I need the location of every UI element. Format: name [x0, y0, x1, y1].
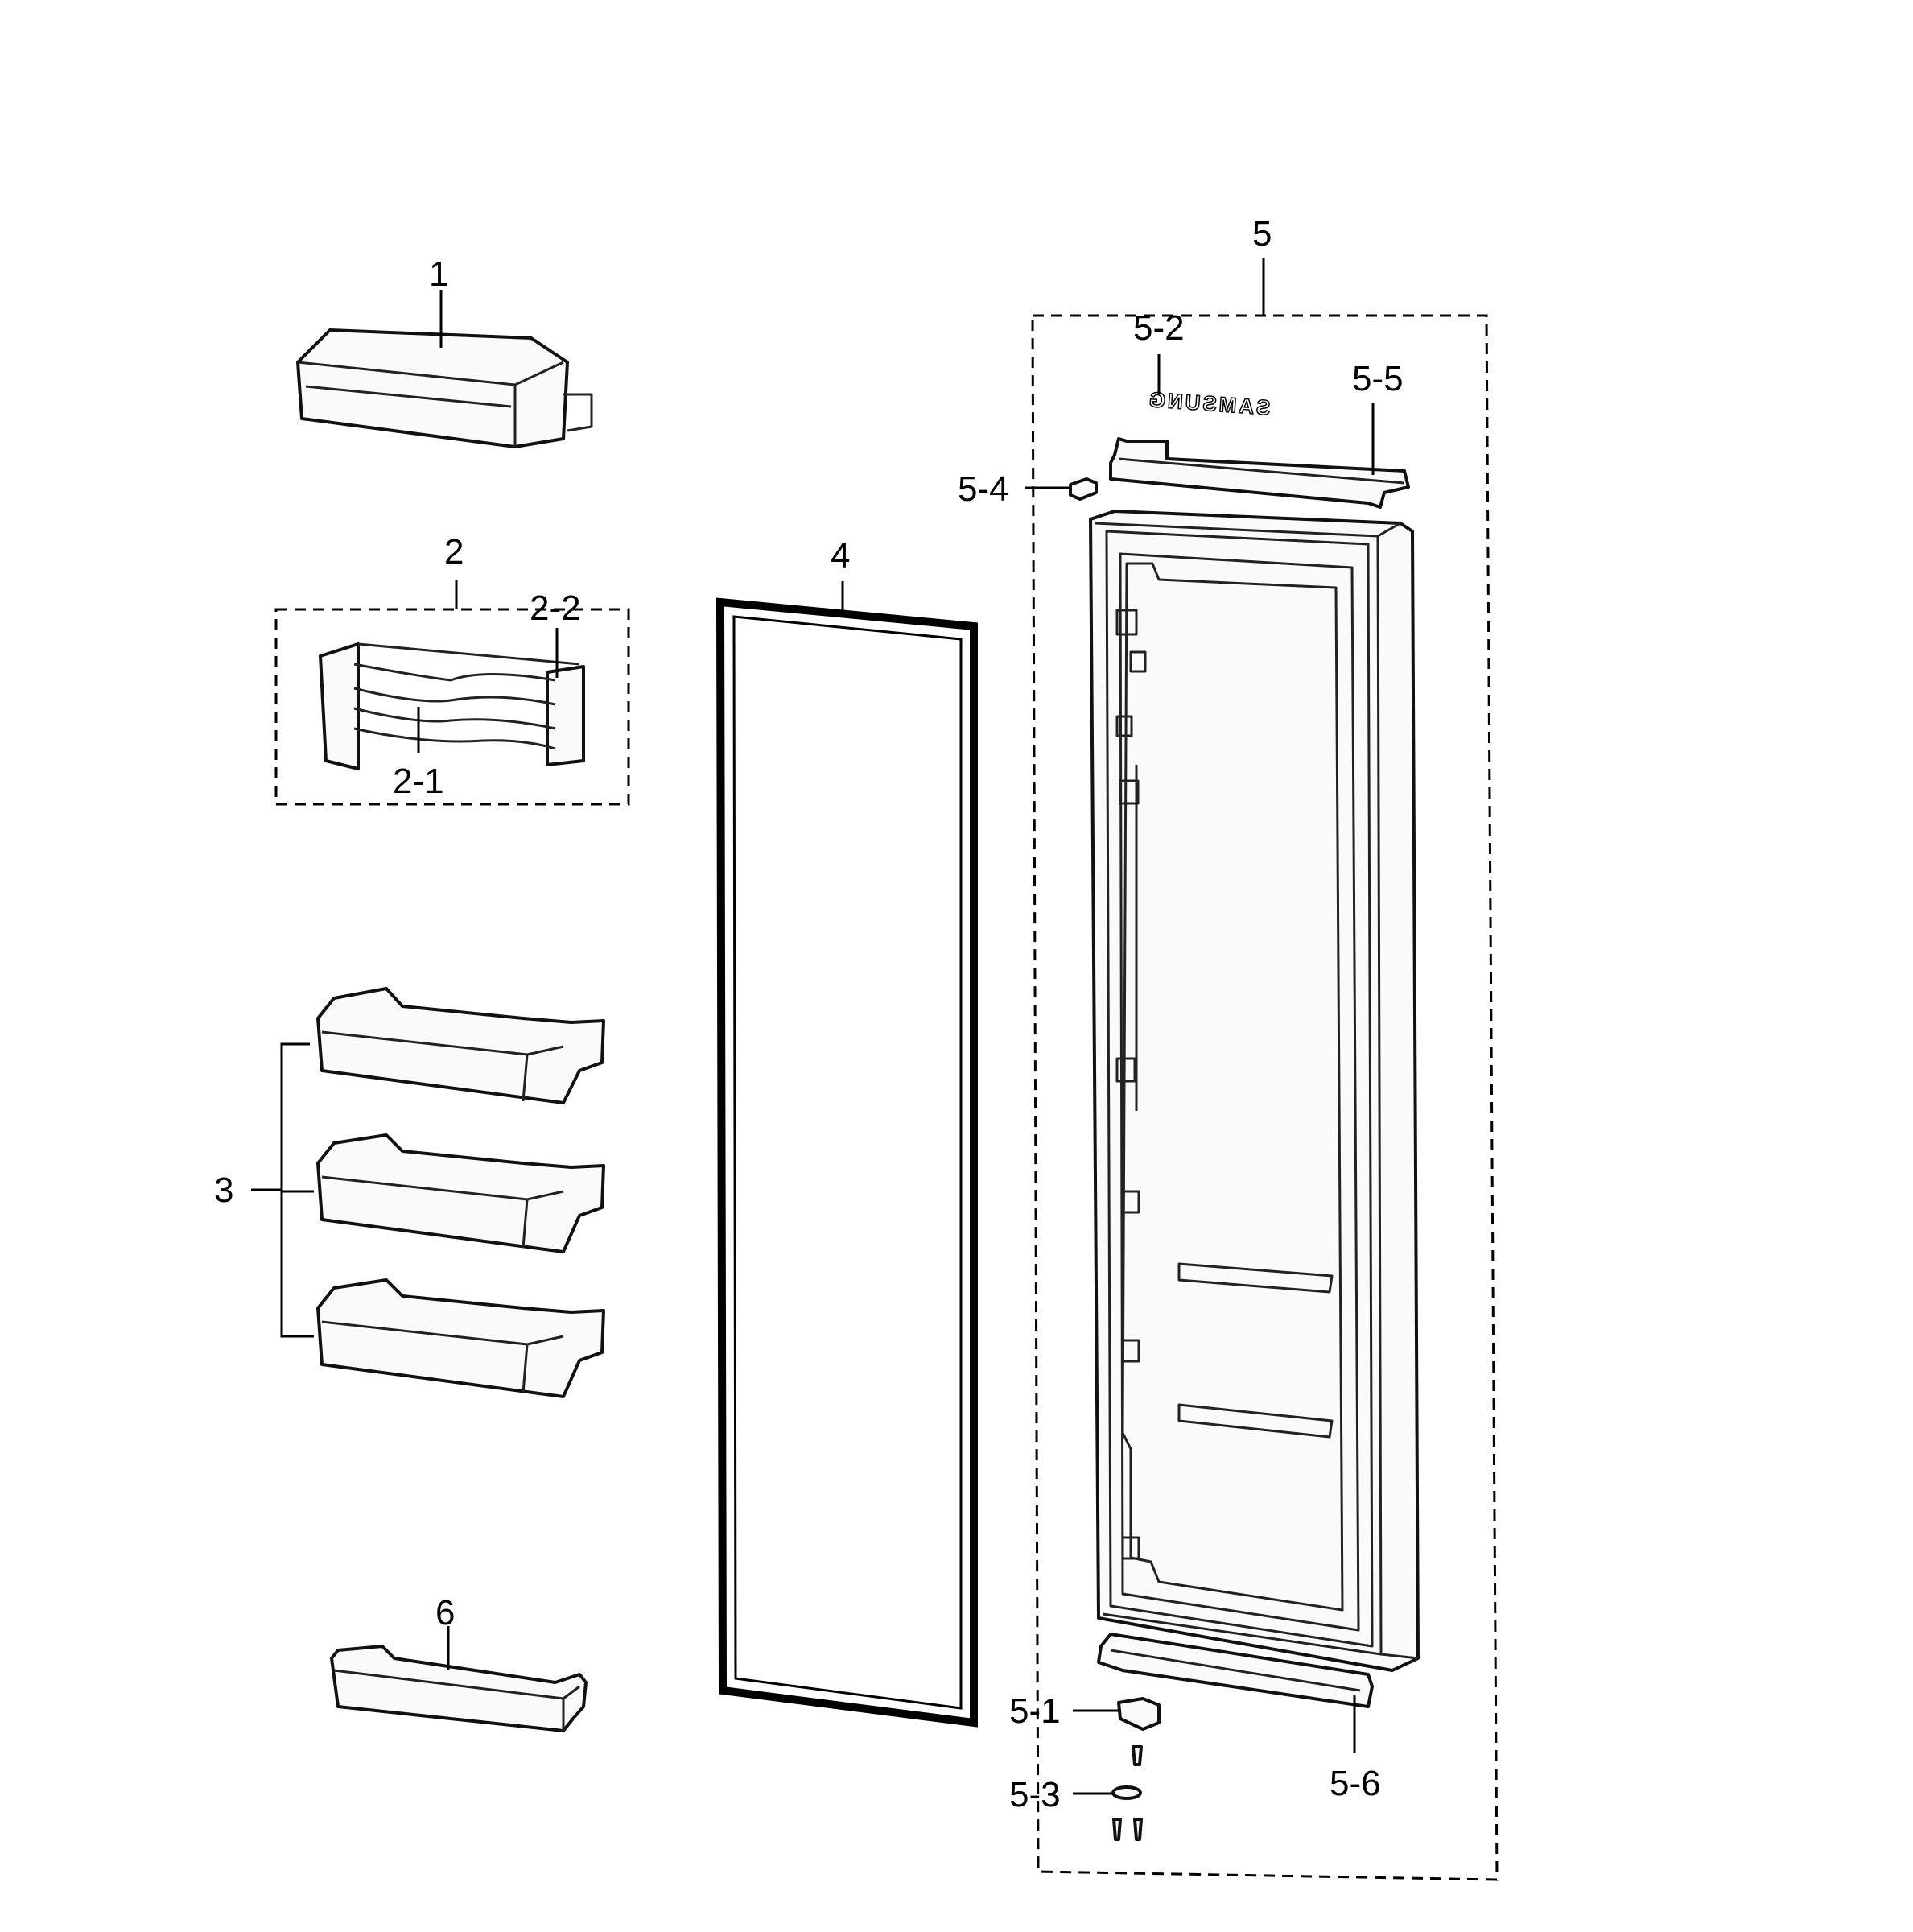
part-6-small-bin [330, 1645, 588, 1732]
label-5-2: 5-2 [1133, 308, 1185, 348]
group-box-2 [274, 608, 630, 806]
label-2-2: 2-2 [530, 588, 581, 628]
label-2: 2 [444, 532, 464, 572]
part-5-4-small-clip [1069, 477, 1098, 501]
label-5-4: 5-4 [958, 469, 1009, 509]
label-5-3: 5-3 [1009, 1775, 1061, 1814]
label-4: 4 [831, 536, 850, 576]
label-5: 5 [1252, 214, 1272, 254]
label-1: 1 [429, 254, 448, 294]
label-2-1: 2-1 [393, 762, 444, 801]
part-5-6-bottom-cap [1097, 1633, 1374, 1708]
group-box-5 [1031, 314, 1499, 1881]
part-2-wire-shelf [319, 642, 585, 770]
part-4-door-gasket [715, 597, 978, 1728]
part-3-door-bins [316, 987, 605, 1398]
part-5-1-hinge [1117, 1697, 1161, 1766]
label-5-5: 5-5 [1352, 359, 1404, 398]
part-5-door-body [1089, 510, 1420, 1672]
part-1-top-bin [296, 328, 593, 448]
label-6: 6 [435, 1593, 455, 1633]
door-bin-middle [316, 1133, 605, 1253]
label-3: 3 [214, 1170, 233, 1210]
part-5-5-top-cap [1109, 437, 1410, 509]
door-bin-lower [316, 1278, 605, 1398]
logo-badge: SAMSUNG [1146, 387, 1272, 420]
part-5-3-washer-screws [1111, 1785, 1143, 1841]
label-5-1: 5-1 [1009, 1691, 1061, 1731]
label-5-6: 5-6 [1330, 1764, 1381, 1803]
door-bin-upper [316, 987, 605, 1104]
